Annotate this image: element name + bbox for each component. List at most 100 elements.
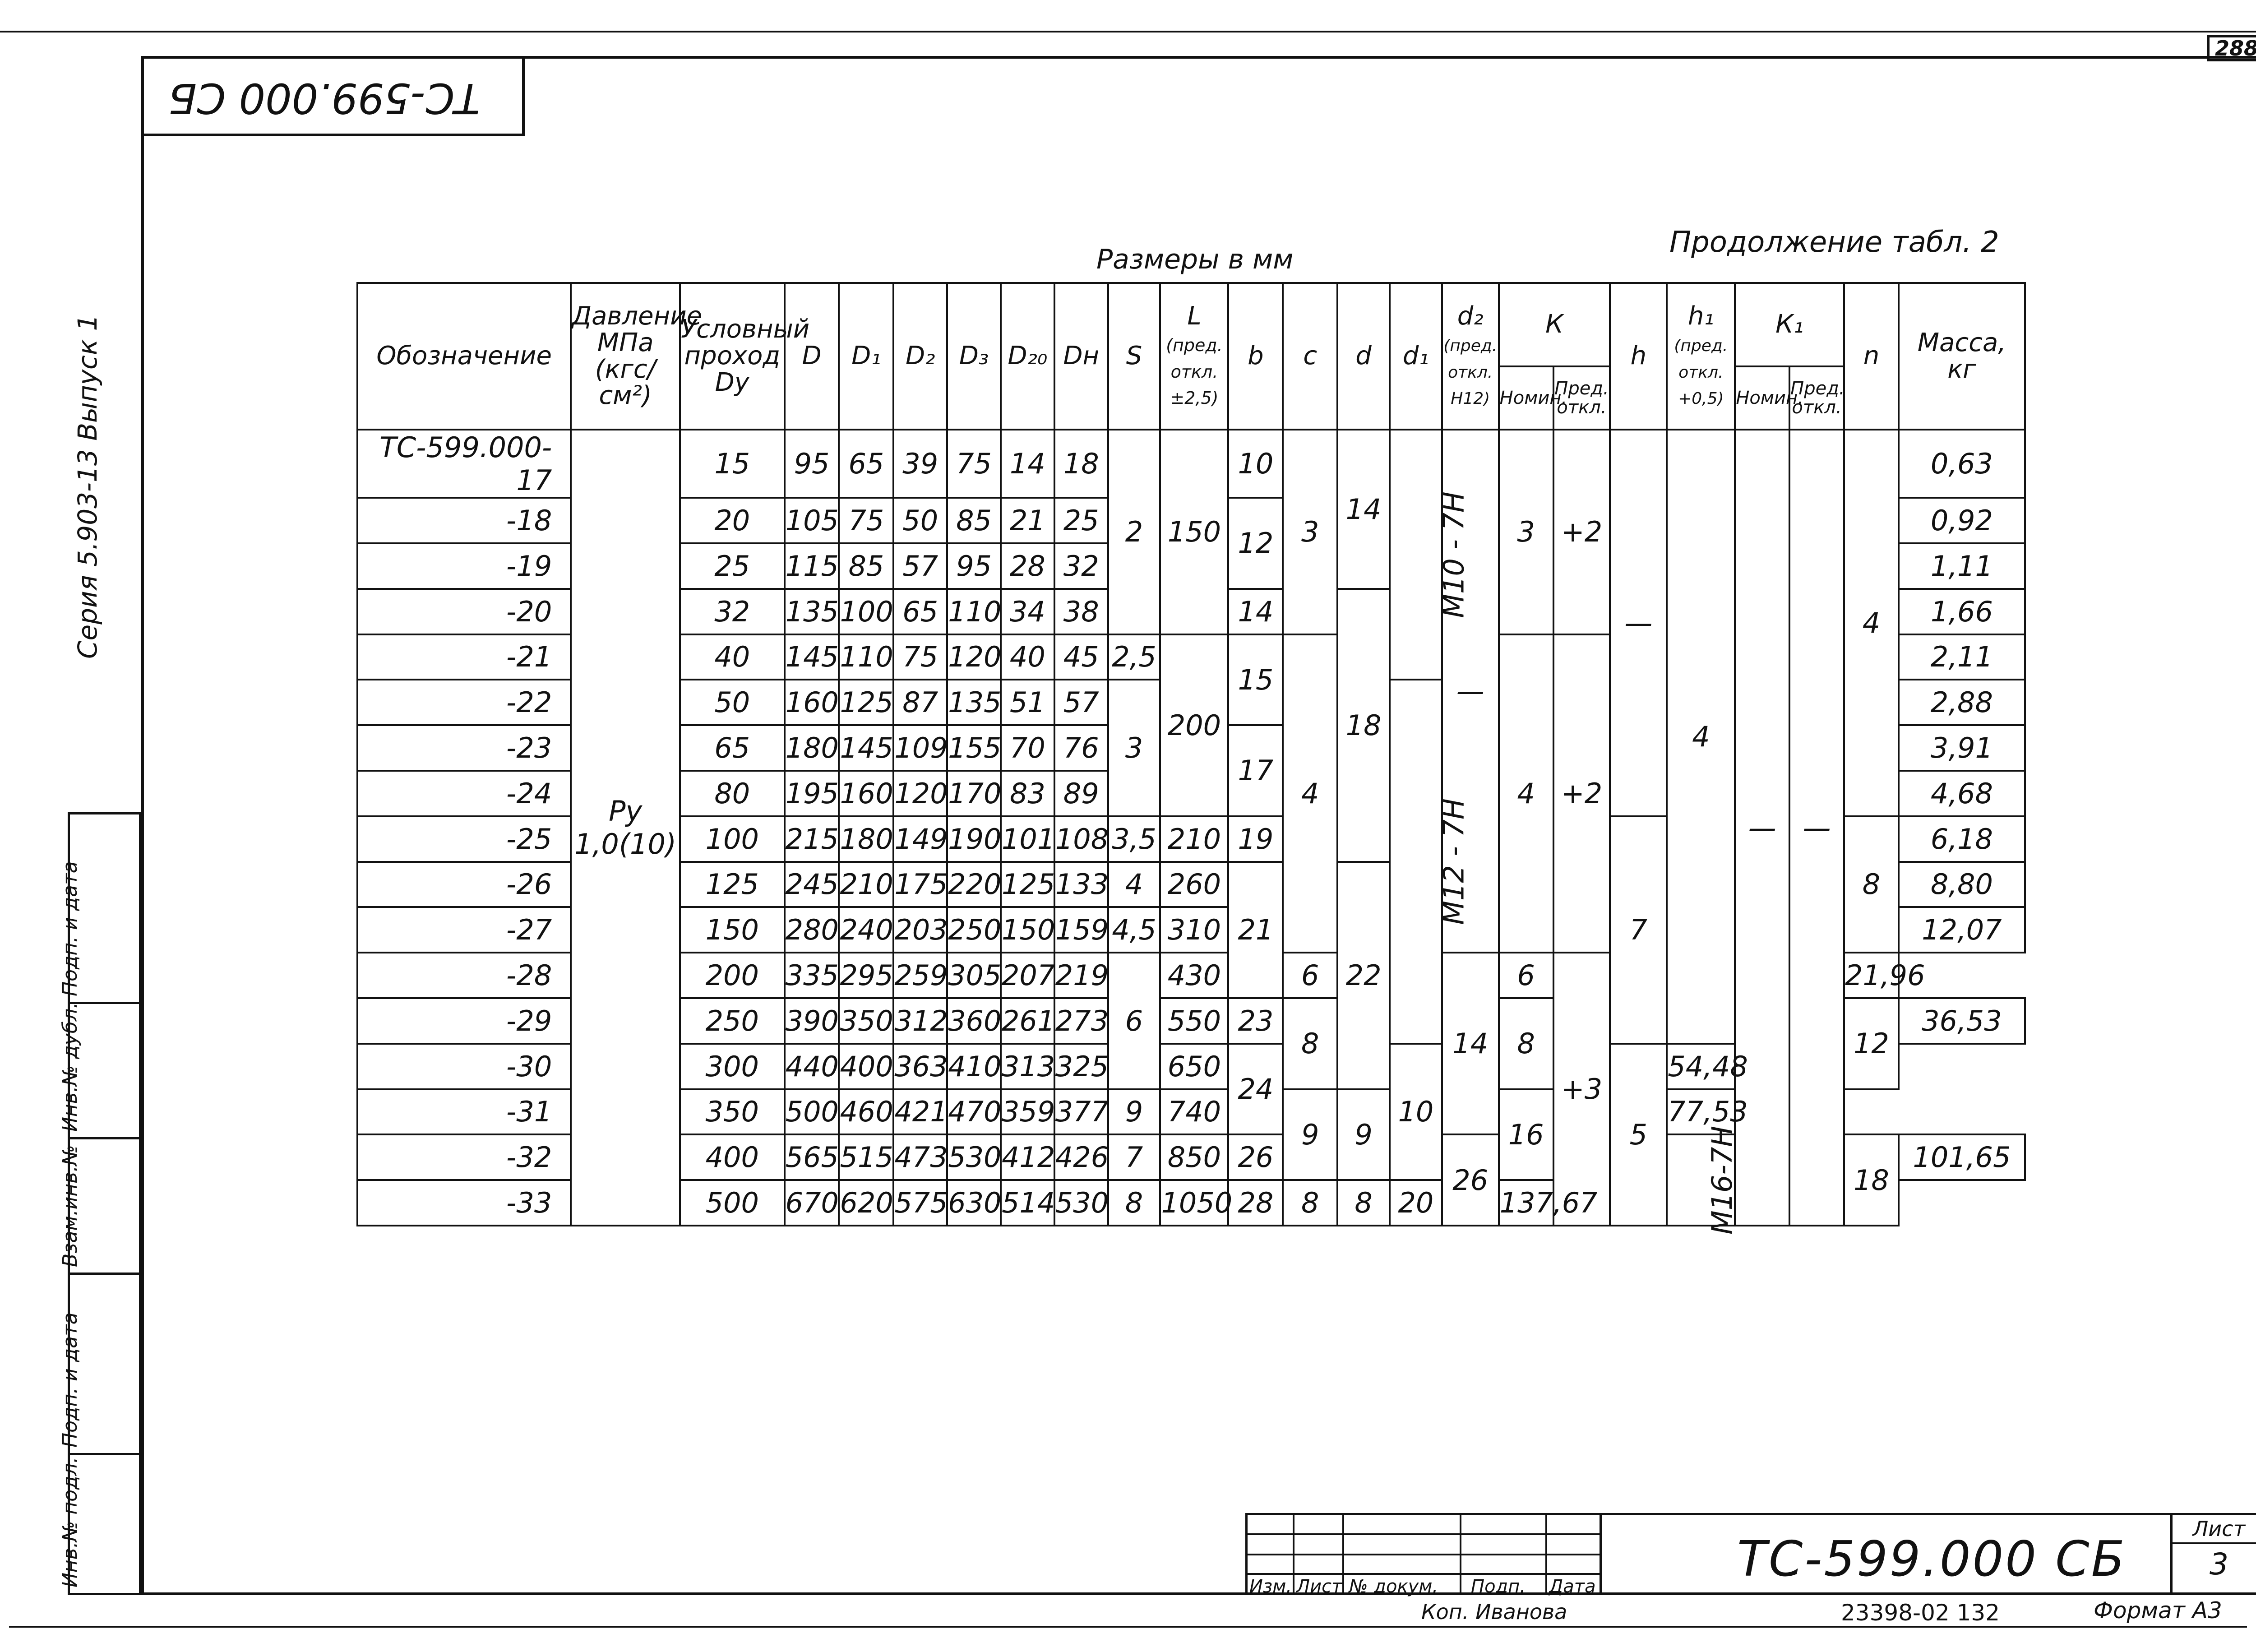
- mass-cell: 1,11: [1897, 542, 2026, 590]
- header-d2-symbol: d₂: [1457, 301, 1484, 331]
- designation-cell: -33: [356, 1179, 572, 1226]
- side-cell: Инв.№ дубл.: [59, 1002, 139, 1139]
- D1-cell: 350: [838, 997, 895, 1045]
- dn-cell: 40: [679, 633, 786, 681]
- dn-cell: 300: [679, 1042, 786, 1090]
- mass-cell: 2,88: [1897, 679, 2026, 727]
- side-stamp-strip: Подп. и дата Инв.№ дубл. Взам.инв.№ Подп…: [59, 812, 141, 1595]
- D2-cell: 259: [892, 952, 948, 999]
- dn-cell: 125: [679, 861, 786, 908]
- D3-cell: 630: [946, 1179, 1002, 1226]
- designation-cell: -29: [356, 997, 572, 1045]
- D1-cell: 85: [838, 542, 895, 590]
- K-tol-cell: +2: [1552, 633, 1611, 954]
- D1-cell: 110: [838, 633, 895, 681]
- side-label: Подп. и дата: [59, 861, 82, 996]
- D3-cell: 250: [946, 906, 1002, 954]
- D2-cell: 57: [892, 542, 948, 590]
- header-K1-nom: Номин.: [1734, 366, 1803, 430]
- D1-cell: 160: [838, 769, 895, 817]
- header-b: b: [1227, 282, 1284, 430]
- D3-cell: 360: [946, 997, 1002, 1045]
- c-cell: 9: [1282, 1088, 1339, 1181]
- side-label: Инв.№ дубл.: [59, 1002, 82, 1132]
- c-cell: 3: [1282, 429, 1339, 635]
- Dn-cell: 32: [1053, 542, 1109, 590]
- D20-cell: 70: [999, 724, 1055, 772]
- D3-cell: 110: [946, 588, 1002, 635]
- header-mass: Масса, кг: [1897, 282, 2026, 430]
- designation-cell: -26: [356, 861, 572, 908]
- D1-cell: 75: [838, 497, 895, 544]
- sheet-box: Лист 3: [2170, 1513, 2256, 1595]
- designation-cell: -20: [356, 588, 572, 635]
- header-L-tol: (пред. откл. ±2,5): [1166, 335, 1223, 408]
- D-cell: 95: [783, 428, 840, 499]
- D20-cell: 313: [999, 1042, 1055, 1090]
- designation-cell: -24: [356, 769, 572, 817]
- L-cell: 260: [1159, 861, 1230, 908]
- designation-cell: -27: [356, 906, 572, 954]
- D-cell: 390: [783, 997, 840, 1045]
- n-cell: 16: [1498, 1088, 1554, 1181]
- K-nom-cell: 8: [1498, 997, 1554, 1090]
- header-L-symbol: L: [1187, 301, 1202, 331]
- mass-cell: 36,53: [1897, 997, 2026, 1045]
- grid-line: [1293, 1515, 1294, 1593]
- c-cell: 6: [1282, 952, 1339, 999]
- D20-cell: 514: [999, 1179, 1055, 1226]
- d1-value: M12 - 7H: [1437, 798, 1470, 925]
- h-cell: 10: [1388, 1042, 1443, 1181]
- D-cell: 215: [783, 815, 840, 863]
- grid-line: [1342, 1515, 1344, 1593]
- d-cell: 22: [1336, 861, 1391, 1090]
- designation-cell: -19: [356, 542, 572, 590]
- D1-cell: 125: [838, 679, 895, 727]
- top-rule: [0, 31, 2256, 32]
- K-nom-cell: 3: [1498, 429, 1554, 635]
- L-cell: 310: [1159, 906, 1230, 954]
- d-cell: 18: [1336, 588, 1391, 863]
- D20-cell: 14: [999, 428, 1055, 499]
- designation-cell: ТС-599.000-17: [356, 428, 572, 499]
- header-d: d: [1336, 282, 1391, 430]
- series-label: Серия 5.903-13 Выпуск 1: [72, 314, 103, 659]
- d1-cell: M12 - 7H: [1388, 679, 1470, 1045]
- header-n: n: [1843, 282, 1900, 430]
- d-cell: 14: [1336, 429, 1391, 590]
- Dn-cell: 325: [1053, 1042, 1109, 1090]
- rotated-stamp: ТС-599.000 СБ: [141, 56, 525, 136]
- mass-cell: 77,53: [1666, 1088, 1748, 1136]
- header-D: D: [783, 282, 840, 430]
- D20-cell: 359: [999, 1088, 1055, 1136]
- L-cell: 650: [1159, 1042, 1230, 1090]
- dn-cell: 65: [679, 724, 786, 772]
- D3-cell: 410: [946, 1042, 1002, 1090]
- dn-cell: 100: [679, 815, 786, 863]
- L-cell: 550: [1159, 997, 1230, 1045]
- D2-cell: 75: [892, 633, 948, 681]
- Dn-cell: 530: [1053, 1179, 1109, 1226]
- D-cell: 105: [783, 497, 840, 544]
- D1-cell: 240: [838, 906, 895, 954]
- grid-line: [1545, 1515, 1547, 1593]
- D-cell: 500: [783, 1088, 840, 1136]
- designation-cell: -21: [356, 633, 572, 681]
- D3-cell: 120: [946, 633, 1002, 681]
- D-cell: 135: [783, 588, 840, 635]
- designation-cell: -22: [356, 679, 572, 727]
- header-h1-symbol: h₁: [1687, 301, 1714, 331]
- D1-cell: 145: [838, 724, 895, 772]
- D2-cell: 575: [892, 1179, 948, 1226]
- designation-cell: -23: [356, 724, 572, 772]
- D20-cell: 21: [999, 497, 1055, 544]
- side-cell: Взам.инв.№: [59, 1139, 139, 1275]
- D2-cell: 203: [892, 906, 948, 954]
- header-K1-tol: Пред. откл.: [1789, 366, 1845, 430]
- D1-cell: 620: [838, 1179, 895, 1226]
- header-L: L (пред. откл. ±2,5): [1159, 282, 1230, 430]
- Dn-cell: 377: [1053, 1088, 1109, 1136]
- label-signature: Подп.: [1471, 1576, 1526, 1597]
- D20-cell: 150: [999, 906, 1055, 954]
- mass-cell: 12,07: [1897, 906, 2026, 954]
